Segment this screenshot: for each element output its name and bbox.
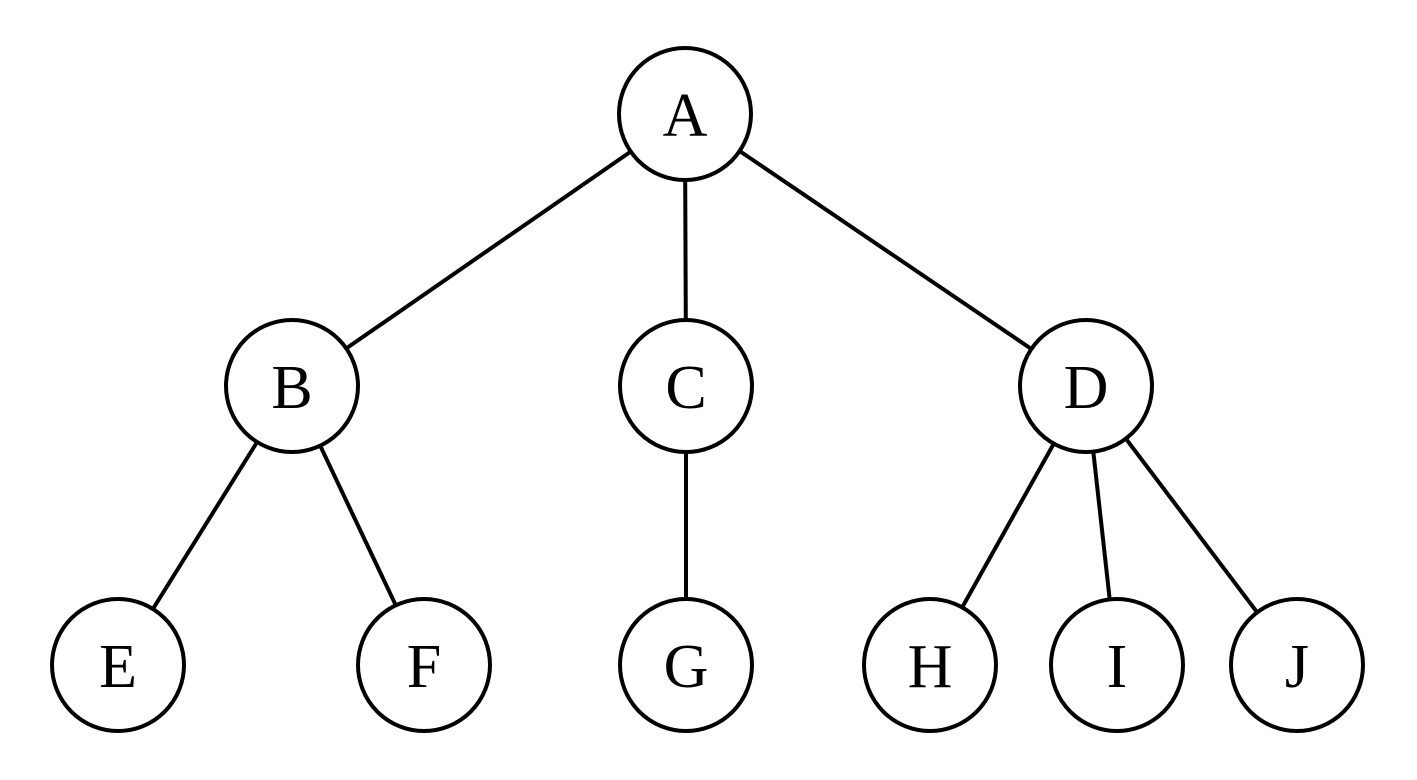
node-label: B (271, 354, 312, 422)
node-label: F (407, 633, 441, 701)
node-label: A (663, 82, 708, 150)
node-c: C (618, 318, 754, 454)
nodes-layer: A B C D E F G H I J (50, 46, 1365, 733)
node-circle (618, 597, 754, 733)
node-h: H (862, 597, 998, 733)
edge-b-e (151, 440, 259, 611)
node-circle (1229, 597, 1365, 733)
edge-d-h (960, 442, 1056, 609)
edge-d-i (1091, 451, 1112, 600)
node-label: I (1107, 633, 1128, 701)
node-circle (618, 318, 754, 454)
edge-d-j (1124, 437, 1259, 614)
node-circle (224, 318, 360, 454)
node-d: D (1018, 318, 1154, 454)
edge-a-b (345, 149, 632, 351)
node-e: E (50, 597, 186, 733)
node-b: B (224, 318, 360, 454)
node-label: H (908, 633, 953, 701)
node-i: I (1049, 597, 1185, 733)
node-g: G (618, 597, 754, 733)
node-circle (862, 597, 998, 733)
node-label: C (665, 354, 706, 422)
node-label: G (664, 633, 709, 701)
edges-layer (151, 149, 1259, 614)
node-circle (356, 597, 492, 733)
edge-a-c (683, 179, 688, 321)
edge-b-f (318, 444, 398, 607)
node-a: A (617, 46, 753, 182)
node-label: E (99, 633, 137, 701)
edge-a-d (738, 149, 1033, 351)
node-label: J (1285, 633, 1309, 701)
node-circle (50, 597, 186, 733)
node-j: J (1229, 597, 1365, 733)
node-circle (1049, 597, 1185, 733)
node-label: D (1064, 354, 1109, 422)
node-f: F (356, 597, 492, 733)
node-circle (617, 46, 753, 182)
node-circle (1018, 318, 1154, 454)
